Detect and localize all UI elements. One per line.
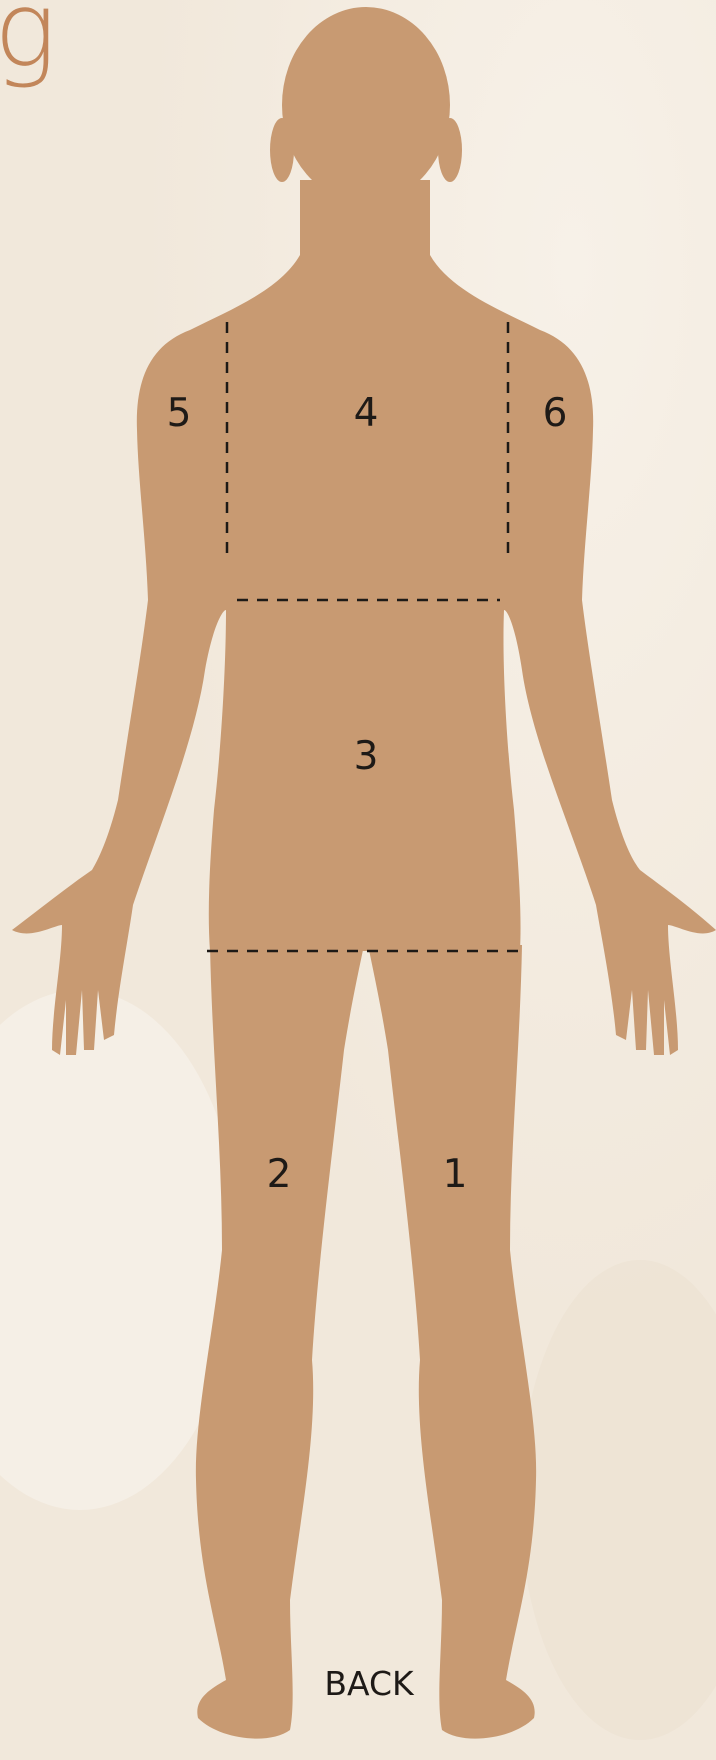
- zone-label-3: 3: [354, 734, 379, 779]
- zone-label-2: 2: [267, 1152, 292, 1197]
- zone-label-1: 1: [443, 1152, 468, 1197]
- body-silhouette: [12, 7, 716, 1739]
- left-ear: [270, 118, 294, 182]
- zone-label-6: 6: [543, 391, 568, 436]
- head: [282, 7, 450, 203]
- zone-label-4: 4: [354, 391, 379, 436]
- right-ear: [438, 118, 462, 182]
- left-leg: [196, 945, 364, 1739]
- zone-label-5: 5: [167, 391, 192, 436]
- torso-and-arms: [12, 180, 716, 1055]
- view-label: BACK: [324, 1664, 415, 1703]
- right-leg: [368, 945, 536, 1739]
